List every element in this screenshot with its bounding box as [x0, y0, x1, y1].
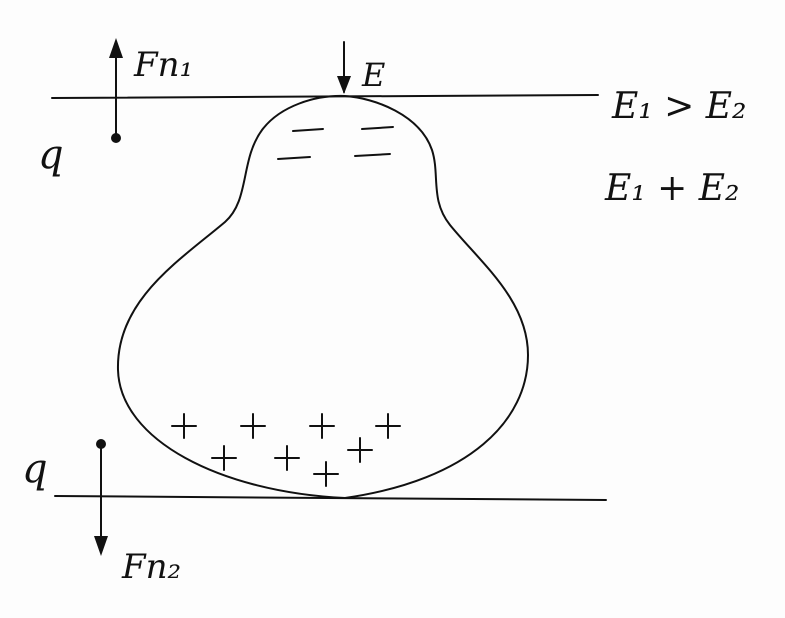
positive-charge: [240, 413, 266, 439]
q-label-top: q: [38, 132, 64, 178]
fn2-label: Fn₂: [121, 547, 181, 587]
positive-charge: [313, 461, 339, 487]
positive-charge: [211, 445, 237, 471]
negative-charge: [277, 156, 311, 160]
e-field-label: E: [361, 56, 385, 94]
conductor-outline: [116, 94, 529, 499]
positive-charge: [309, 413, 335, 439]
positive-charge: [171, 413, 197, 439]
negative-charge: [292, 128, 324, 132]
negative-charge: [354, 153, 391, 157]
relation-sum-label: E₁ + E₂: [604, 168, 739, 209]
fn1-arrow: [109, 38, 123, 139]
fn1-label: Fn₁: [133, 45, 193, 85]
positive-charges: [171, 413, 401, 487]
negative-charge: [361, 126, 394, 130]
q-label-bottom: q: [22, 446, 48, 492]
positive-charge: [347, 437, 373, 463]
positive-charge: [274, 445, 300, 471]
e-field-arrow: [337, 41, 351, 94]
fn2-arrow: [94, 443, 108, 556]
relation-greater-label: E₁ > E₂: [611, 86, 746, 127]
positive-charge: [375, 413, 401, 439]
